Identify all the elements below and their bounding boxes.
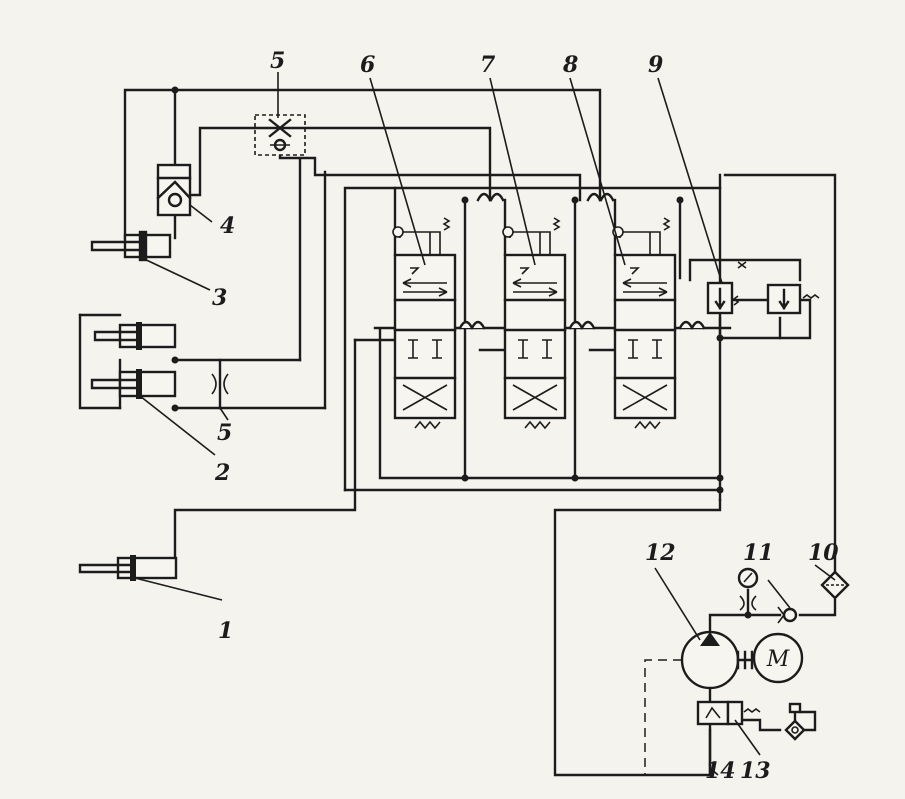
label-10: 10 bbox=[808, 540, 839, 566]
valve-4 bbox=[156, 163, 192, 217]
distributor-8 bbox=[612, 217, 677, 430]
throttle-check-5-top bbox=[253, 114, 307, 156]
label-14: 14 bbox=[705, 758, 736, 784]
motor: M bbox=[752, 632, 804, 684]
throttle-5-lower bbox=[211, 358, 229, 410]
cylinder-1 bbox=[78, 555, 178, 581]
drain-line bbox=[644, 659, 682, 775]
label-12: 12 bbox=[645, 540, 676, 566]
filter-13-aux bbox=[784, 702, 817, 741]
distributor-6 bbox=[392, 217, 457, 430]
junction-dots bbox=[171, 86, 752, 619]
label-13: 13 bbox=[740, 758, 771, 784]
label-4: 4 bbox=[220, 213, 235, 239]
cylinder-2-lower bbox=[90, 369, 177, 399]
label-9: 9 bbox=[648, 52, 663, 78]
label-2: 2 bbox=[214, 460, 230, 486]
label-7: 7 bbox=[480, 52, 496, 78]
motor-letter: M bbox=[766, 647, 790, 672]
label-1: 1 bbox=[218, 618, 233, 644]
pump-12 bbox=[680, 630, 754, 690]
pressure-gauge bbox=[737, 567, 759, 611]
label-6: 6 bbox=[360, 52, 375, 78]
cylinder-2-upper bbox=[93, 322, 177, 350]
label-11: 11 bbox=[743, 540, 774, 566]
label-5-top: 5 bbox=[270, 48, 285, 74]
crossing-humps bbox=[458, 192, 706, 330]
component-labels: 1 2 3 4 5 5 6 7 8 9 10 11 12 13 14 bbox=[212, 48, 839, 784]
label-5-lower: 5 bbox=[217, 420, 232, 446]
check-valve-11 bbox=[777, 606, 798, 624]
cylinder-3 bbox=[90, 230, 172, 262]
leader-lines bbox=[134, 72, 836, 776]
filter-10 bbox=[820, 570, 850, 600]
label-8: 8 bbox=[562, 52, 578, 78]
relief-valve-13 bbox=[696, 700, 761, 726]
label-3: 3 bbox=[212, 285, 227, 311]
distributor-7 bbox=[502, 217, 567, 430]
relief-valve-9 bbox=[706, 261, 820, 315]
